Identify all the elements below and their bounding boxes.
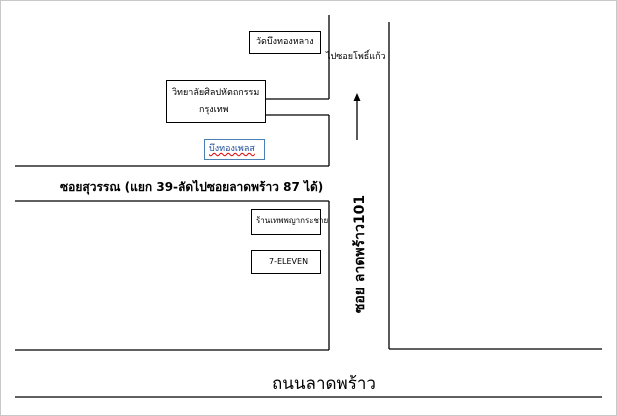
seven-eleven-label: 7-ELEVEN — [269, 257, 309, 266]
ban-thep-box: ร้านเทพพญากระชาย — [251, 209, 328, 235]
ladprao-road-label: ถนนลาดพร้าว — [272, 374, 376, 394]
seven-eleven-box: 7-ELEVEN — [251, 250, 321, 274]
college-label-line2: กรุงเทพ — [199, 105, 229, 115]
bueng-thong-place-box: บึงทองเพลส — [204, 139, 265, 160]
to-soi-pho-label: ไปซอยโพธิ์แก้ว — [326, 52, 386, 62]
soi-suwan-label: ซอยสุวรรณ (แยก 39-ลัดไปซอยลาดพร้าว 87 ได… — [60, 180, 324, 194]
temple-label: วัดบึงทองหลาง — [256, 37, 314, 47]
college-box: วิทยาลัยศิลปหัตถกรรม กรุงเทพ — [166, 80, 266, 123]
bueng-thong-place-label: บึงทองเพลส — [209, 144, 255, 154]
arrow-up-icon — [353, 93, 361, 140]
temple-box: วัดบึงทองหลาง — [249, 31, 321, 54]
college-label-line1: วิทยาลัยศิลปหัตถกรรม — [172, 88, 260, 98]
ban-thep-label: ร้านเทพพญากระชาย — [256, 216, 329, 225]
soi-ladprao-101-label: ซอย ลาดพร้าว101 — [352, 194, 368, 314]
